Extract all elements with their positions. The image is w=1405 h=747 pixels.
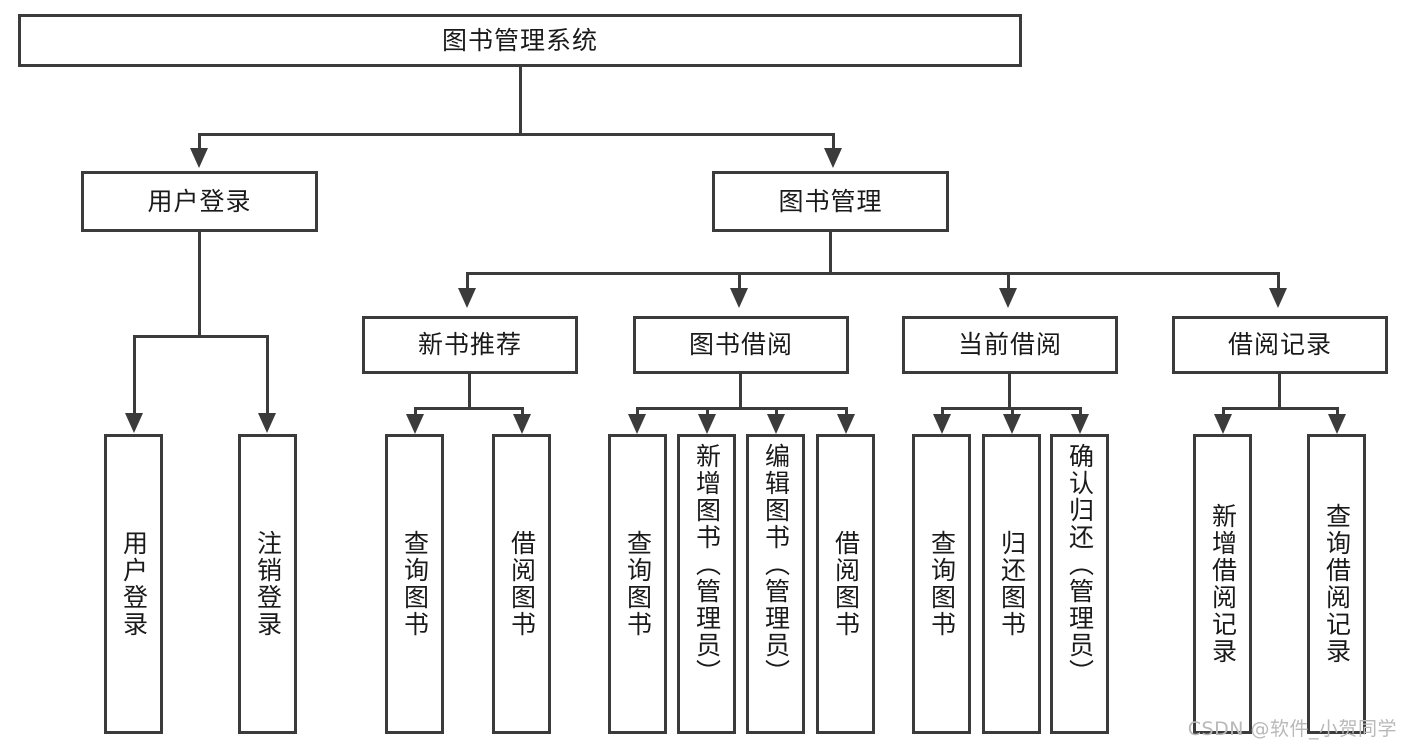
node-root-book-management-system[interactable]: 图书管理系统	[18, 14, 1022, 67]
leaf-new-book-query-book[interactable]: 查询图书	[385, 434, 444, 734]
arrow-bb-to-leaf-1	[628, 414, 646, 434]
leaf-label: 查询图书	[927, 530, 957, 638]
connector-bm-to-borrow-record	[1277, 272, 1280, 290]
leaf-label: 查询图书	[400, 530, 430, 638]
connector-root-stem	[519, 67, 522, 133]
leaf-label: 编辑图书（管理员）	[761, 443, 791, 686]
connector-bb-to-leaf-2	[706, 407, 709, 417]
node-label: 新书推荐	[417, 330, 522, 360]
leaf-label: 确认归还（管理员）	[1065, 443, 1095, 686]
connector-cb-to-leaf-1	[941, 407, 944, 417]
connector-br-to-leaf-2	[1336, 407, 1339, 417]
leaf-label: 归还图书	[997, 530, 1027, 638]
leaf-label: 新增图书（管理员）	[692, 443, 722, 686]
leaf-label: 新增借阅记录	[1208, 503, 1238, 665]
leaf-label: 借阅图书	[507, 530, 537, 638]
connector-book-borrow-branch-bar	[636, 407, 848, 410]
leaf-new-book-borrow-book[interactable]: 借阅图书	[492, 434, 551, 734]
watermark-text: CSDN @软件_小贺同学	[1187, 718, 1397, 740]
leaf-book-borrow-borrow-book[interactable]: 借阅图书	[816, 434, 875, 734]
arrow-user-login-to-leaf-2	[258, 413, 276, 433]
arrow-root-to-book-management	[824, 148, 842, 168]
arrow-br-to-leaf-2	[1328, 414, 1346, 434]
leaf-user-login-logout[interactable]: 注销登录	[238, 434, 297, 734]
leaf-label: 查询借阅记录	[1322, 503, 1352, 665]
connector-bm-to-current-borrow	[1007, 272, 1010, 290]
connector-bb-to-leaf-4	[845, 407, 848, 417]
leaf-current-borrow-confirm-return-admin[interactable]: 确认归还（管理员）	[1050, 434, 1109, 734]
node-borrow-record[interactable]: 借阅记录	[1172, 316, 1388, 374]
leaf-borrow-record-add-record[interactable]: 新增借阅记录	[1193, 434, 1252, 734]
arrow-bm-to-new-book	[458, 288, 476, 308]
arrow-cb-to-leaf-2	[1003, 414, 1021, 434]
connector-new-book-branch-bar	[414, 407, 524, 410]
node-label: 当前借阅	[957, 330, 1062, 360]
leaf-current-borrow-query-book[interactable]: 查询图书	[912, 434, 971, 734]
node-book-management[interactable]: 图书管理	[712, 171, 949, 232]
connector-user-login-to-leaf-1	[133, 335, 136, 415]
node-label: 图书管理系统	[441, 25, 598, 55]
node-book-borrow[interactable]: 图书借阅	[633, 316, 849, 374]
node-new-book-recommend[interactable]: 新书推荐	[362, 316, 578, 374]
connector-book-management-branch-bar	[466, 272, 1280, 275]
leaf-book-borrow-query-book[interactable]: 查询图书	[608, 434, 667, 734]
connector-br-to-leaf-1	[1222, 407, 1225, 417]
arrow-bb-to-leaf-4	[837, 414, 855, 434]
connector-borrow-record-branch-bar	[1222, 407, 1338, 410]
arrow-root-to-user-login	[190, 148, 208, 168]
connector-cb-to-leaf-3	[1079, 407, 1082, 417]
leaf-book-borrow-edit-book-admin[interactable]: 编辑图书（管理员）	[746, 434, 805, 734]
connector-user-login-branch-bar	[133, 335, 269, 338]
connector-bb-to-leaf-3	[775, 407, 778, 417]
connector-cb-to-leaf-2	[1011, 407, 1014, 417]
arrow-br-to-leaf-1	[1214, 414, 1232, 434]
leaf-label: 用户登录	[119, 530, 149, 638]
node-user-login[interactable]: 用户登录	[81, 171, 318, 232]
arrow-new-book-to-leaf-2	[513, 414, 531, 434]
leaf-label: 查询图书	[623, 530, 653, 638]
arrow-user-login-to-leaf-1	[125, 413, 143, 433]
node-label: 借阅记录	[1227, 330, 1332, 360]
connector-current-borrow-stem	[1008, 374, 1011, 408]
arrow-bm-to-book-borrow	[730, 288, 748, 308]
arrow-cb-to-leaf-1	[933, 414, 951, 434]
connector-borrow-record-stem	[1278, 374, 1281, 408]
arrow-bb-to-leaf-2	[698, 414, 716, 434]
leaf-label: 注销登录	[253, 530, 283, 638]
node-label: 图书借阅	[688, 330, 793, 360]
node-label: 图书管理	[778, 186, 883, 216]
leaf-borrow-record-query-record[interactable]: 查询借阅记录	[1307, 434, 1366, 734]
connector-root-to-user-login	[198, 133, 201, 150]
connector-bb-to-leaf-1	[636, 407, 639, 417]
arrow-new-book-to-leaf-1	[406, 414, 424, 434]
arrow-bb-to-leaf-3	[767, 414, 785, 434]
connector-root-to-book-management	[832, 133, 835, 150]
connector-user-login-stem	[198, 232, 201, 336]
connector-new-book-to-leaf-1	[414, 407, 417, 417]
leaf-book-borrow-add-book-admin[interactable]: 新增图书（管理员）	[677, 434, 736, 734]
node-label: 用户登录	[147, 186, 252, 216]
connector-new-book-to-leaf-2	[521, 407, 524, 417]
connector-book-borrow-stem	[739, 374, 742, 408]
connector-new-book-stem	[468, 374, 471, 408]
leaf-label: 借阅图书	[831, 530, 861, 638]
connector-user-login-to-leaf-2	[266, 335, 269, 415]
connector-bm-to-new-book	[466, 272, 469, 290]
connector-book-management-stem	[829, 232, 832, 273]
node-current-borrow[interactable]: 当前借阅	[902, 316, 1118, 374]
leaf-current-borrow-return-book[interactable]: 归还图书	[982, 434, 1041, 734]
arrow-cb-to-leaf-3	[1071, 414, 1089, 434]
connector-bm-to-book-borrow	[738, 272, 741, 290]
arrow-bm-to-borrow-record	[1269, 288, 1287, 308]
arrow-bm-to-current-borrow	[999, 288, 1017, 308]
connector-root-branch-bar	[198, 133, 835, 136]
leaf-user-login-login[interactable]: 用户登录	[104, 434, 163, 734]
